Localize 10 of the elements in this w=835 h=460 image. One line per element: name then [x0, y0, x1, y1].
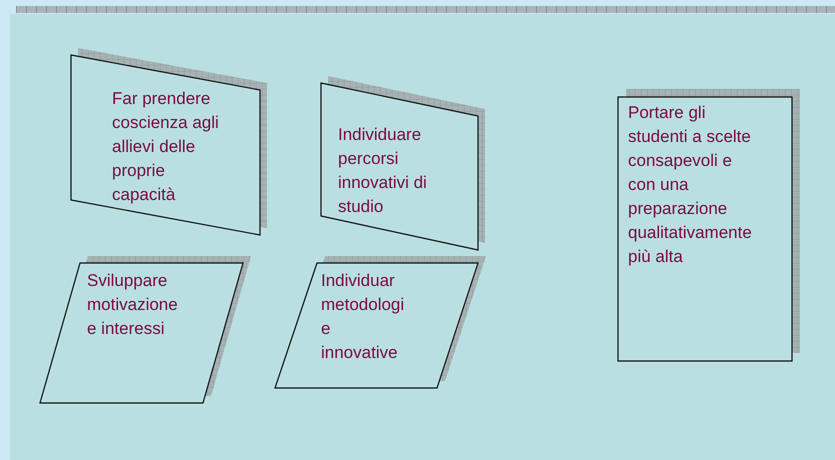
parallelogram-box — [274, 255, 487, 389]
box-text: Individuar metodologi e innovative — [321, 270, 406, 364]
rectangle-box — [617, 89, 801, 362]
box-text: Sviluppare motivazione e interessi — [87, 270, 179, 340]
parallelogram-box — [39, 255, 252, 404]
slanted-box — [320, 75, 487, 252]
slanted-box — [70, 47, 269, 237]
box-text: Portare gli studenti a scelte consapevoli e con una preparazione qualitativamente più alta — [628, 102, 753, 268]
box-text: Individuare percorsi innovativi di studio — [338, 124, 428, 218]
box-text: Far prendere coscienza agli allievi delle proprie capacità — [112, 88, 220, 206]
